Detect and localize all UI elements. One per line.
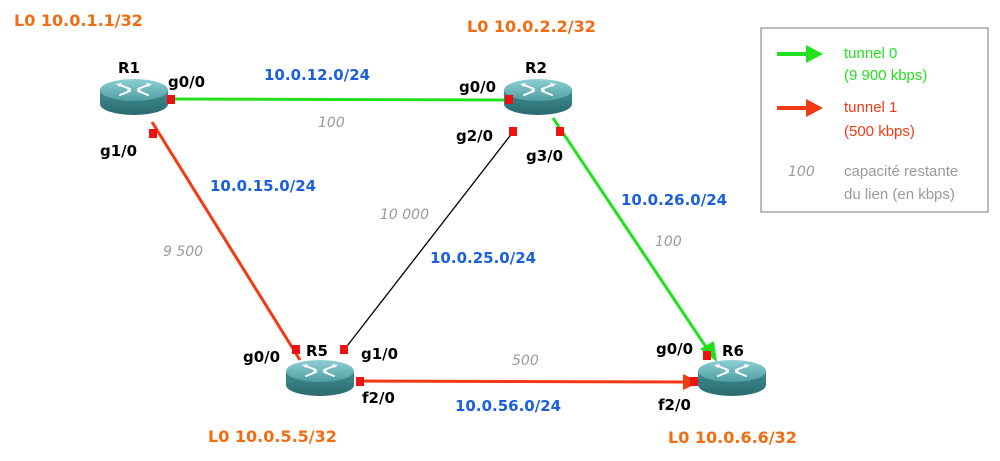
port-r2-g2-0 xyxy=(509,127,517,136)
port-r2-g3-0 xyxy=(556,127,564,136)
capacity-r1-r2: 100 xyxy=(318,115,345,131)
router-r2-name: R2 xyxy=(525,59,547,77)
legend-capacity-sample: 100 xyxy=(788,164,815,180)
link-r5-r6 xyxy=(357,379,687,384)
router-r1[interactable] xyxy=(99,78,169,116)
capacity-r1-r5: 9 500 xyxy=(163,244,203,260)
link-r1-r2 xyxy=(171,97,513,102)
legend-box xyxy=(760,27,989,213)
loopback-r6: L0 10.0.6.6/32 xyxy=(668,428,797,447)
link-r2-r5 xyxy=(343,131,514,351)
if-r6-g0-0: g0/0 xyxy=(656,340,693,358)
legend-tunnel0-rate: (9 900 kbps) xyxy=(844,67,927,84)
port-r6-f2-0 xyxy=(690,377,698,386)
loopback-r1: L0 10.0.1.1/32 xyxy=(14,11,143,30)
network-r5-r6: 10.0.56.0/24 xyxy=(455,397,561,415)
link-r2-r6 xyxy=(551,117,710,351)
legend-capacity-line1: capacité restante xyxy=(844,163,958,180)
if-r5-g1-0: g1/0 xyxy=(361,345,398,363)
network-r2-r6: 10.0.26.0/24 xyxy=(621,191,727,209)
legend-tunnel1-name: tunnel 1 xyxy=(844,99,897,116)
legend-capacity-line2: du lien (en kbps) xyxy=(844,186,955,203)
if-r5-g0-0: g0/0 xyxy=(243,348,280,366)
legend-tunnel0-arrowhead xyxy=(806,45,823,63)
legend-tunnel1-arrowhead xyxy=(806,99,823,117)
network-r2-r5: 10.0.25.0/24 xyxy=(430,249,536,267)
router-r1-name: R1 xyxy=(118,59,140,77)
capacity-r5-r6: 500 xyxy=(512,353,539,369)
legend-tunnel0-name: tunnel 0 xyxy=(844,45,897,62)
legend-tunnel1-rate: (500 kbps) xyxy=(844,123,915,140)
loopback-r2: L0 10.0.2.2/32 xyxy=(467,17,596,36)
port-r1-g1-0 xyxy=(149,129,157,138)
if-r1-g0-0: g0/0 xyxy=(168,73,205,91)
router-r5[interactable] xyxy=(285,359,355,397)
router-r6[interactable] xyxy=(697,359,767,397)
if-r1-g1-0: g1/0 xyxy=(100,142,137,160)
port-r5-g0-0 xyxy=(292,345,300,354)
capacity-r2-r6: 100 xyxy=(655,234,682,250)
link-r1-r5 xyxy=(150,121,302,361)
legend: tunnel 0 (9 900 kbps) tunnel 1 (500 kbps… xyxy=(760,27,989,213)
if-r5-f2-0: f2/0 xyxy=(362,389,395,407)
port-r5-g1-0 xyxy=(340,345,348,354)
if-r6-f2-0: f2/0 xyxy=(658,396,691,414)
capacity-r2-r5: 10 000 xyxy=(380,207,429,223)
network-r1-r2: 10.0.12.0/24 xyxy=(264,66,370,84)
router-r6-name: R6 xyxy=(722,342,744,360)
network-r1-r5: 10.0.15.0/24 xyxy=(210,177,316,195)
port-r2-g0-0 xyxy=(505,95,513,104)
router-r5-name: R5 xyxy=(306,342,328,360)
if-r2-g2-0: g2/0 xyxy=(456,127,493,145)
router-r2[interactable] xyxy=(503,78,573,116)
port-r5-f2-0 xyxy=(356,377,364,386)
port-r6-g0-0 xyxy=(703,351,711,360)
if-r2-g0-0: g0/0 xyxy=(459,78,496,96)
port-r1-g0-0 xyxy=(167,95,175,104)
if-r2-g3-0: g3/0 xyxy=(526,147,563,165)
loopback-r5: L0 10.0.5.5/32 xyxy=(208,427,337,446)
